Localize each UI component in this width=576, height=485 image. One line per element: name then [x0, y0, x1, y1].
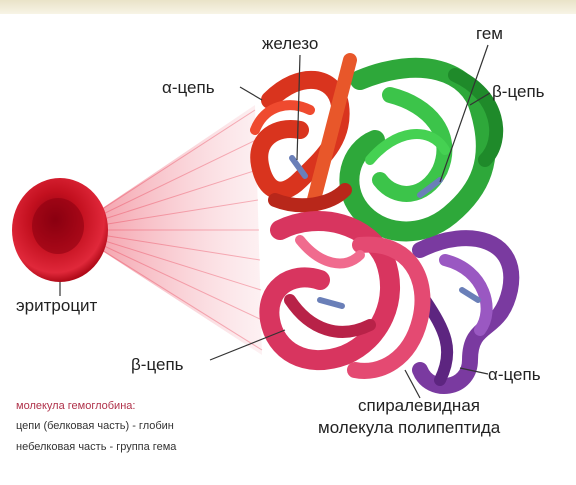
erythrocyte-cell [12, 178, 108, 282]
alpha-chain-bottom [420, 238, 511, 386]
polypeptide-label-line2: молекула полипептида [318, 418, 500, 438]
erythrocyte-label: эритроцит [16, 296, 97, 316]
alpha-chain-top-label: α-цепь [162, 78, 215, 98]
iron-label: железо [262, 34, 318, 54]
polypeptide-label-line1: спиралевидная [358, 396, 480, 416]
alpha-chain-top [255, 60, 350, 215]
heme-label: гем [476, 24, 503, 44]
beta-chain-left-label: β-цепь [131, 355, 184, 375]
legend-line-heme: небелковая часть - группа гема [16, 441, 176, 453]
legend-line-globin: цепи (белковая часть) - глобин [16, 420, 174, 432]
alpha-chain-bottom-label: α-цепь [488, 365, 541, 385]
legend-title: молекула гемоглобина: [16, 400, 135, 412]
beta-chain-top [349, 68, 496, 232]
beta-chain-bottom [269, 221, 422, 371]
beta-chain-right-label: β-цепь [492, 82, 545, 102]
